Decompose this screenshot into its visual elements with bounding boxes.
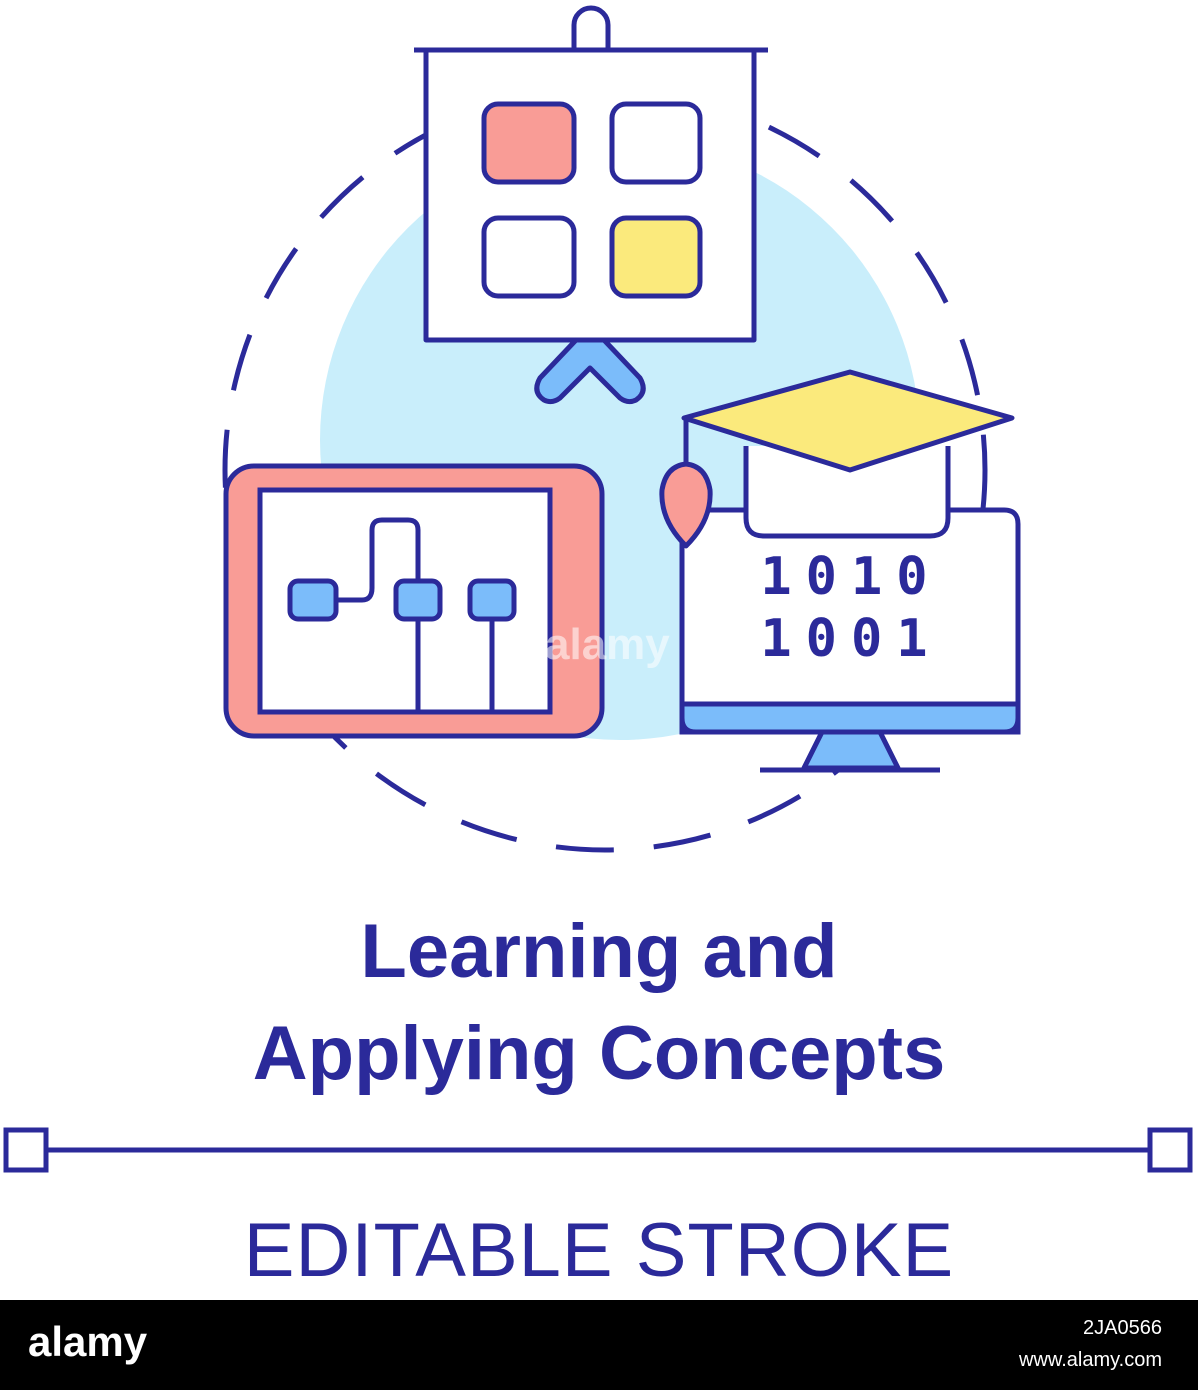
monitor-binary-icon: 1010 1001	[679, 507, 1021, 773]
location-pin-icon	[659, 461, 713, 549]
site-url: www.alamy.com	[1019, 1349, 1162, 1371]
alamy-logo: alamy	[28, 1318, 148, 1365]
watermark: alamy	[545, 620, 670, 669]
binary-line-1: 1010	[760, 547, 941, 607]
graduation-cap-icon	[681, 369, 1015, 539]
stock-footer-bar: alamy 2JA0566 www.alamy.com	[0, 1300, 1198, 1390]
image-id: 2JA0566	[1083, 1317, 1162, 1339]
binary-line-2: 1001	[760, 609, 941, 669]
editable-stroke-line	[3, 1127, 1193, 1173]
tablet-diagram-icon	[223, 463, 605, 739]
title-line-1: Learning and	[360, 909, 838, 994]
presentation-board-icon	[414, 5, 768, 405]
concept-illustration: 1010 1001	[3, 5, 1193, 1173]
editable-stroke-label: EDITABLE STROKE	[243, 1208, 955, 1293]
image-info: 2JA0566 www.alamy.com	[1019, 1312, 1162, 1376]
title-line-2: Applying Concepts	[252, 1011, 946, 1096]
